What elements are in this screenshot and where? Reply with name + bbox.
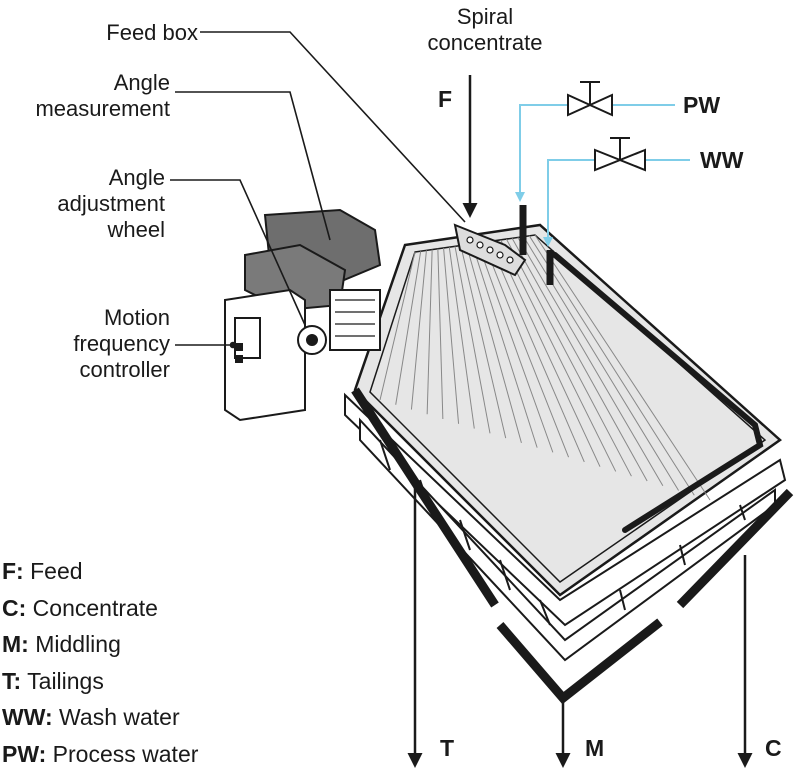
- legend-item: WW: Wash water: [2, 699, 198, 736]
- pw-valve-icon: [567, 81, 613, 117]
- flow-label-pw: PW: [683, 92, 721, 118]
- launders: [351, 387, 794, 705]
- riffle-line: [448, 247, 475, 429]
- legend-key: WW:: [2, 704, 53, 730]
- wash-water-pipe: [552, 252, 764, 533]
- riffle-line: [426, 249, 433, 415]
- riffle-line: [483, 242, 570, 458]
- riffle-line: [437, 248, 444, 420]
- riffle-line: [460, 245, 507, 439]
- legend-text: Feed: [23, 558, 83, 584]
- legend-item: C: Concentrate: [2, 590, 198, 627]
- legend-text: Concentrate: [26, 594, 158, 621]
- riffle-line: [410, 250, 427, 410]
- label-line: measurement: [35, 96, 170, 121]
- legend-item: F: Feed: [2, 553, 198, 590]
- riffle-line: [454, 246, 491, 434]
- label-line: Angle: [113, 70, 170, 95]
- label-line: adjustment: [57, 191, 165, 216]
- flow-label-t: T: [440, 735, 455, 761]
- legend-key: M:: [2, 631, 29, 657]
- head-motion-mechanism: [224, 208, 382, 422]
- legend-text: Middling: [28, 631, 121, 657]
- leader-lines: [170, 31, 466, 349]
- label-line: concentrate: [427, 30, 543, 55]
- riffle-line: [500, 239, 617, 472]
- label-motion-frequency-controller: Motion frequency controller: [20, 305, 170, 383]
- legend-text: Tailings: [21, 667, 104, 694]
- legend: F: Feed C: Concentrate M: Middling T: Ta…: [2, 553, 198, 772]
- label-line: Spiral: [456, 4, 514, 29]
- legend-text: Wash water: [52, 704, 180, 730]
- legend-key: C:: [2, 594, 27, 621]
- concentrate-launder: [676, 488, 794, 609]
- label-spiral-concentrate: Spiral concentrate: [410, 4, 560, 56]
- table-frame: [344, 392, 787, 662]
- middling-launder: [496, 618, 663, 705]
- table-deck: [353, 223, 783, 597]
- riffle-line: [395, 251, 422, 405]
- legend-key: T:: [2, 667, 22, 694]
- label-line: frequency: [73, 331, 170, 356]
- riffle-line: [511, 237, 648, 482]
- riffle-line: [517, 237, 664, 486]
- flow-label-f: F: [438, 86, 453, 112]
- label-line: wheel: [107, 217, 165, 242]
- riffle-line: [477, 242, 554, 453]
- legend-item: PW: Process water: [2, 736, 198, 773]
- riffle-line: [465, 244, 522, 443]
- riffle-line: [443, 247, 460, 424]
- wash-water-line: [543, 159, 690, 247]
- riffle-line: [528, 235, 695, 496]
- label-angle-measurement: Angle measurement: [20, 70, 170, 122]
- label-feed-box: Feed box: [106, 20, 198, 45]
- legend-text: Process water: [46, 740, 199, 767]
- legend-key: PW:: [2, 740, 47, 767]
- label-line: controller: [79, 357, 170, 382]
- flow-label-m: M: [585, 735, 605, 761]
- flow-label-c: C: [765, 735, 782, 761]
- riffle-line: [534, 234, 711, 501]
- legend-key: F:: [2, 558, 24, 584]
- label-line: Motion: [103, 305, 170, 330]
- legend-item: T: Tailings: [2, 663, 198, 700]
- riffle-line: [494, 240, 601, 467]
- label-line: Angle: [108, 165, 165, 190]
- tailings-launder: [351, 387, 499, 608]
- legend-item: M: Middling: [2, 626, 198, 663]
- ww-valve-icon: [594, 137, 646, 172]
- riffle-line: [488, 241, 585, 463]
- riffle-line: [379, 251, 416, 401]
- flow-label-ww: WW: [700, 147, 744, 173]
- riffle-line: [471, 243, 538, 448]
- label-angle-adjustment-wheel: Angle adjustment wheel: [20, 165, 165, 243]
- riffle-line: [505, 238, 632, 477]
- feed-box: [453, 223, 527, 277]
- process-water-line: [515, 104, 675, 202]
